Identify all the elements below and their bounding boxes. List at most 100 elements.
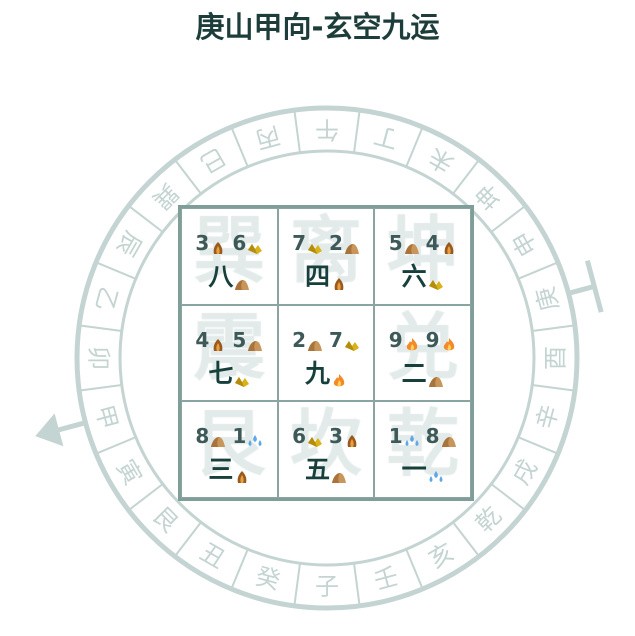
mountain-label: 庚 xyxy=(531,284,564,314)
palace-cell: 4 5 七 xyxy=(181,304,278,402)
mountain-star: 7 xyxy=(292,231,323,255)
mountain-star: 1 xyxy=(389,424,420,448)
sector-divider xyxy=(174,521,202,557)
mountain-label: 卯 xyxy=(85,346,113,370)
mountain-star-number: 8 xyxy=(195,424,210,449)
sector-divider xyxy=(490,205,526,233)
mountain-label: 酉 xyxy=(542,346,570,370)
palace-cell: 2 7 九 xyxy=(277,304,375,402)
water-star-number: 9 xyxy=(425,327,440,352)
earth-icon xyxy=(307,333,323,351)
water-star-number: 7 xyxy=(328,327,343,352)
period-star-number: 七 xyxy=(208,358,234,388)
sector-divider xyxy=(95,436,137,455)
sector-divider xyxy=(517,261,559,280)
earth-icon xyxy=(428,365,444,387)
palace-cell: 9 9 二 xyxy=(374,304,471,402)
sector-divider xyxy=(452,521,480,557)
mountain-label: 午 xyxy=(315,116,339,144)
mountain-star-number: 1 xyxy=(388,424,403,449)
mountain-star: 6 xyxy=(292,424,323,448)
mountain-star: 2 xyxy=(292,328,323,352)
water-star-number: 3 xyxy=(328,424,343,449)
sector-divider xyxy=(230,126,249,168)
wood-icon xyxy=(344,429,360,448)
period-star: 一 xyxy=(375,450,470,486)
palace-cell: 3 6 八 xyxy=(181,208,278,305)
sector-divider xyxy=(95,261,137,280)
mountain-star: 4 xyxy=(195,328,226,352)
palace-cell: 8 1 三 xyxy=(181,401,278,498)
water-star-number: 8 xyxy=(425,424,440,449)
water-star: 6 xyxy=(232,231,263,255)
mountain-star-number: 9 xyxy=(388,327,403,352)
water-star-number: 6 xyxy=(232,231,247,255)
period-star: 三 xyxy=(182,450,277,486)
period-star: 九 xyxy=(279,354,374,390)
period-star: 四 xyxy=(279,257,374,293)
sector-divider xyxy=(79,384,122,392)
period-star: 七 xyxy=(182,354,277,390)
water-star-number: 4 xyxy=(425,231,440,255)
sector-divider xyxy=(174,159,202,195)
sector-divider xyxy=(517,436,559,455)
water-star: 7 xyxy=(329,328,360,352)
period-star-number: 一 xyxy=(401,455,427,485)
palace-cell: 7 2 四 xyxy=(277,208,375,305)
facing-arrow-head xyxy=(35,413,64,447)
earth-icon xyxy=(404,236,420,254)
sector-divider xyxy=(452,159,480,195)
mountain-label: 丁 xyxy=(371,121,401,154)
mountain-star: 3 xyxy=(195,231,226,255)
mountain-label: 戌 xyxy=(507,455,543,490)
sector-divider xyxy=(128,483,164,511)
water-star-number: 5 xyxy=(232,327,247,352)
sector-divider xyxy=(79,324,122,332)
palace-cell: 1 8 一 xyxy=(374,401,471,498)
sector-divider xyxy=(532,384,575,392)
period-star-number: 五 xyxy=(304,455,330,485)
water-star: 4 xyxy=(426,231,457,255)
ring-outer-circle xyxy=(74,105,580,611)
sector-divider xyxy=(405,126,424,168)
period-star-number: 八 xyxy=(208,262,234,291)
metal-icon xyxy=(307,429,323,448)
mountain-label: 申 xyxy=(507,226,543,261)
wood-icon xyxy=(441,236,457,254)
ring-inner-circle xyxy=(118,149,536,567)
period-star-number: 二 xyxy=(401,358,427,388)
water-star: 8 xyxy=(426,424,457,448)
earth-icon xyxy=(234,268,250,290)
mountain-label: 丙 xyxy=(253,121,283,154)
mountain-star-number: 2 xyxy=(292,327,306,352)
sector-divider xyxy=(293,110,301,153)
metal-icon xyxy=(247,236,263,254)
page-title: 庚山甲向-玄空九运 xyxy=(195,10,440,44)
water-star: 2 xyxy=(329,231,360,255)
mountain-label: 乙 xyxy=(90,284,123,314)
mountain-star-number: 7 xyxy=(292,231,306,255)
fire-icon xyxy=(404,333,420,350)
water-star-number: 1 xyxy=(232,424,247,449)
water-icon xyxy=(404,429,420,447)
metal-icon xyxy=(344,333,360,351)
water-star: 1 xyxy=(232,424,263,448)
period-star-number: 九 xyxy=(304,358,330,388)
wood-icon xyxy=(210,236,226,254)
sitting-marker-bar xyxy=(584,259,604,313)
earth-icon xyxy=(441,429,457,448)
mountain-label: 子 xyxy=(315,573,339,601)
earth-icon xyxy=(344,236,360,254)
sitting-marker xyxy=(569,283,597,296)
wood-icon xyxy=(234,461,250,484)
mountain-label: 辛 xyxy=(531,402,564,432)
period-star: 五 xyxy=(279,450,374,486)
mountain-label: 未 xyxy=(424,142,459,178)
palace-cell: 5 4 六 xyxy=(374,208,471,305)
sector-divider xyxy=(532,324,575,332)
mountain-label: 壬 xyxy=(371,562,401,595)
mountain-label: 乾 xyxy=(470,501,507,538)
period-star-number: 四 xyxy=(304,262,330,291)
mountain-label: 丑 xyxy=(195,538,230,574)
